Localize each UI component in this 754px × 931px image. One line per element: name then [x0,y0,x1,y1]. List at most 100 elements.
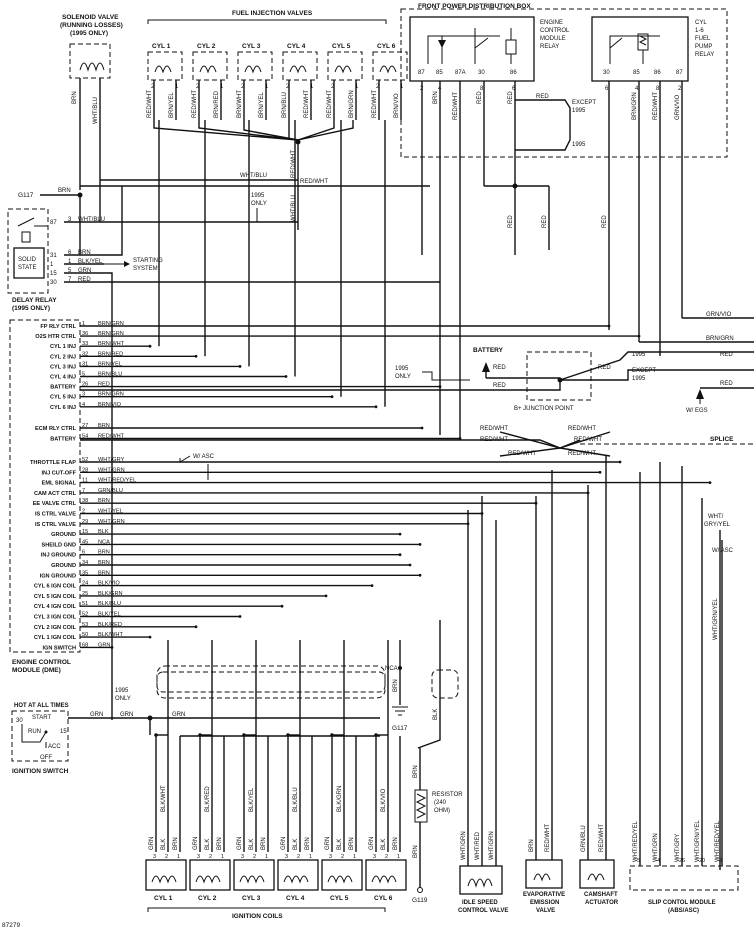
injector-pin: 2 [376,84,380,90]
front-power-distribution-box: FRONT POWER DISTRIBUTION BOX ENGINE CONT… [400,3,728,440]
ign-grn-3: GRN [172,712,185,718]
injector-wire: BRN/WHT [237,90,243,118]
idle-wht-grn: WHT/GRN [461,831,467,860]
ecm-relay-term: 86 [510,70,517,76]
delay-relay-wire-num: 5 [68,268,72,274]
coil-pin: 3 [373,854,376,860]
ecm-pin-wire: WHT/GRN [98,519,125,525]
coil-top-wire: BLK [205,839,211,850]
delay-relay-pin: 87 [50,220,57,226]
only-1995-left-2: ONLY [395,374,411,380]
ecm-pin-wire: BLK/VIO [98,581,120,587]
ecm-pin-label: CYL 4 IGN COIL [34,604,77,610]
ecm-pin-wire: BRN [98,498,110,504]
coil-label: CYL 6 [374,895,393,902]
ecm-pin-number: 50 [82,632,88,638]
slip-wire: WHT/RED/YEL [715,820,721,862]
ign-off: OFF [40,755,52,761]
starting-system-1: STARTING [133,258,163,264]
ecm-relay-pin: 6 [512,86,516,92]
splice-label: SPLICE [710,436,734,443]
fp-relay-term: 87 [676,70,683,76]
slip-top-wht: WHT/ [708,514,724,520]
coil-top-wire: GRN [237,837,243,850]
ecm-pin-label: O2S HTR CTRL [35,334,76,340]
bus-label: RED/WHT [480,426,508,432]
ecm-pin-number: 53 [82,622,88,628]
injector-label: CYL 3 [242,43,261,50]
ecm-pin-number: 52 [82,457,88,463]
coil-wire: BLK/VIO [381,788,387,812]
injector-label: CYL 5 [332,43,351,50]
injector-pin: 2 [286,84,290,90]
solenoid-title-2: (RUNNING LOSSES) [60,22,123,29]
g117-top-label: G117 [18,192,34,199]
w-asc-mid: W/ ASC [179,454,215,480]
b-junction-label: B+ JUNCTION POINT [514,406,574,412]
ecm-pin-number: 25 [82,591,88,597]
coil-pin: 1 [397,854,400,860]
ecm-pin-wire: RED/WHT [98,434,125,440]
injector-pin: 2 [241,84,245,90]
ecm-pin-label: BATTERY [50,437,76,443]
w-asc-right: W/ ASC [712,548,734,554]
coil-pin: 1 [177,854,180,860]
ecm-pin-label: CYL 2 IGN COIL [34,625,77,631]
ecm-pin-number: 4 [82,402,85,408]
solenoid-title-3: (1995 ONLY) [70,30,108,37]
injector-wire: BRN/RED [214,90,220,118]
ecm-pin-label: INJ CUT-OFF [42,470,77,476]
slip-wire: WHT/GRY [675,834,681,862]
ecm-pin-number: 2 [82,509,85,515]
only-1995-mid-2: ONLY [251,201,267,207]
ecm-pin-number: 45 [82,539,88,545]
pdb-wire-brn: BRN [433,91,439,104]
bottom-actuators: WHT/GRN WHT/RED WHT/GRN IDLE SPEED CONTR… [458,455,739,914]
ecm-pin-label: EML SIGNAL [42,481,77,487]
ecm-pin-number: 52 [82,612,88,618]
ign-1995-1: 1995 [115,688,129,694]
ecm-pin-number: 15 [82,529,88,535]
idle-title-2: CONTROL VALVE [458,908,508,914]
slip-title-2: (ABS/ASC) [668,908,699,914]
fp-relay-pin: 2 [678,86,682,92]
cam-title-1: CAMSHAFT [584,892,618,898]
idle-wht-grn-2: WHT/GRN [489,831,495,860]
coil-pin: 1 [353,854,356,860]
ecm-relay-term: 30 [478,70,485,76]
evap-title-1: EVAPORATIVE [523,892,565,898]
coil-pin: 1 [221,854,224,860]
slip-wire: WHT/GRN [653,833,659,862]
hot-at-all-times: HOT AT ALL TIMES [14,703,69,709]
coil-top-wire: GRN [193,837,199,850]
ign-run: RUN [28,729,41,735]
ecm-pin-number: 51 [82,601,88,607]
fp-relay-l5: RELAY [695,52,714,58]
ecm-pin-wire: BRN/VIO [98,402,122,408]
ecm-pin-label: IS CTRL VALVE [35,512,76,518]
ecm-pin-wire: WHT/RED/YEL [98,478,136,484]
right-stub-red-2: RED [720,381,733,387]
coil-wire: BLK/RED [205,786,211,812]
ecm-pin-label: GROUND [51,563,76,569]
ecm-pin-number: 27 [82,423,88,429]
delay-relay-pin: 31 [50,253,57,259]
coil-top-wire: BRN [305,837,311,850]
right-stub-grn-vio: GRN/VIO [706,312,732,318]
ecm-pin-label: BATTERY [50,385,76,391]
nca-label: NCA [385,666,398,672]
coil-label: CYL 4 [286,895,305,902]
cam-title-2: ACTUATOR [585,900,619,906]
bus-label: RED/WHT [568,451,596,457]
fp-relay-term: 86 [654,70,661,76]
only-1995-mid-1: 1995 [251,193,265,199]
coil-pin: 3 [285,854,288,860]
ecm-pin-wire: BRN [98,423,110,429]
coil-pin: 2 [297,854,300,860]
ecm-pin-label: SHEILD GND [42,542,77,548]
ecm-wires [80,120,712,649]
injector-pin: 1 [355,84,359,90]
ecm-relay-l3: MODULE [540,36,566,42]
evap-title-3: VALVE [536,908,555,914]
coil-pin: 3 [329,854,332,860]
